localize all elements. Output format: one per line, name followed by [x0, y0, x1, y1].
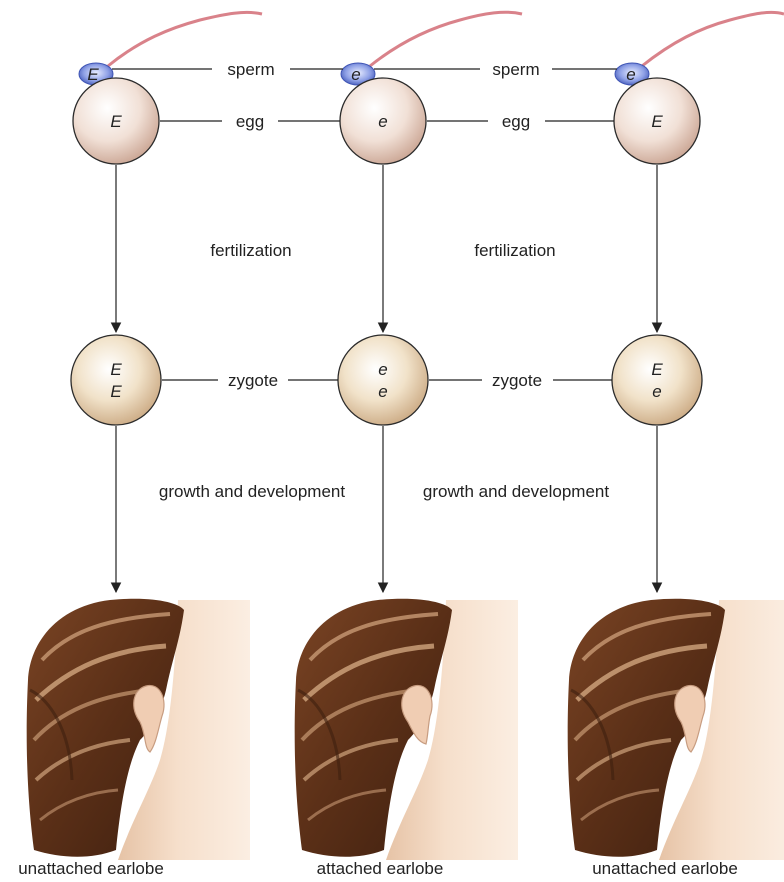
egg-allele-1: E: [110, 112, 122, 131]
phenotype-label-1: unattached earlobe: [18, 859, 164, 878]
zygote-allele-3b: e: [652, 382, 661, 401]
zygote-allele-2a: e: [378, 360, 387, 379]
zygote-label-1: zygote: [228, 371, 278, 390]
sperm-tail-1: [108, 12, 262, 66]
growth-label-1: growth and development: [159, 482, 345, 501]
zygote-allele-2b: e: [378, 382, 387, 401]
zygote-allele-3a: E: [651, 360, 663, 379]
sperm-allele-1: E: [87, 65, 99, 84]
sperm-tail-2: [370, 12, 522, 66]
head-illustration-1: [27, 599, 250, 860]
fertilization-label-1: fertilization: [210, 241, 291, 260]
sperm-label-2: sperm: [492, 60, 539, 79]
sperm-allele-3: e: [626, 65, 635, 84]
zygote-allele-1b: E: [110, 382, 122, 401]
egg-3: E: [614, 78, 700, 164]
sperm-allele-2: e: [351, 65, 360, 84]
phenotype-label-3: unattached earlobe: [592, 859, 738, 878]
phenotype-label-2: attached earlobe: [317, 859, 444, 878]
head-illustration-3: [568, 599, 784, 860]
zygote-label-2: zygote: [492, 371, 542, 390]
egg-2: e: [340, 78, 426, 164]
zygote-3: E e: [612, 335, 702, 425]
egg-allele-2: e: [378, 112, 387, 131]
egg-label-2: egg: [502, 112, 530, 131]
zygote-allele-1a: E: [110, 360, 122, 379]
egg-1: E: [73, 78, 159, 164]
egg-allele-3: E: [651, 112, 663, 131]
growth-label-2: growth and development: [423, 482, 609, 501]
zygote-1: E E: [71, 335, 161, 425]
head-illustration-2: [295, 599, 518, 860]
zygote-2: e e: [338, 335, 428, 425]
sperm-tail-3: [642, 12, 784, 66]
sperm-label-1: sperm: [227, 60, 274, 79]
fertilization-label-2: fertilization: [474, 241, 555, 260]
egg-label-1: egg: [236, 112, 264, 131]
